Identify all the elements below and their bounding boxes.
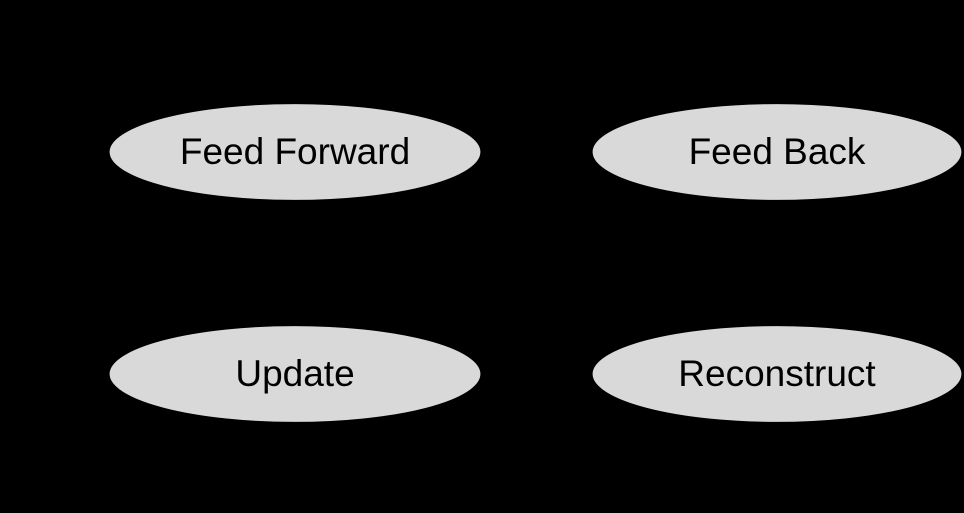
edge-layer	[294, 151, 778, 375]
node-feed-forward-ellipse[interactable]	[108, 102, 482, 202]
node-feed-back-label: Feed Back	[689, 131, 866, 172]
node-reconstruct-label: Reconstruct	[678, 353, 876, 394]
node-feed-back-ellipse[interactable]	[591, 102, 963, 202]
node-update[interactable]: Update	[108, 324, 482, 424]
node-update-ellipse[interactable]	[108, 324, 482, 424]
node-feed-forward[interactable]: Feed Forward	[108, 102, 482, 202]
node-reconstruct-ellipse[interactable]	[591, 324, 963, 424]
node-reconstruct[interactable]: Reconstruct	[591, 324, 963, 424]
node-feed-forward-label: Feed Forward	[180, 131, 410, 172]
node-update-label: Update	[235, 353, 354, 394]
node-feed-back[interactable]: Feed Back	[591, 102, 963, 202]
